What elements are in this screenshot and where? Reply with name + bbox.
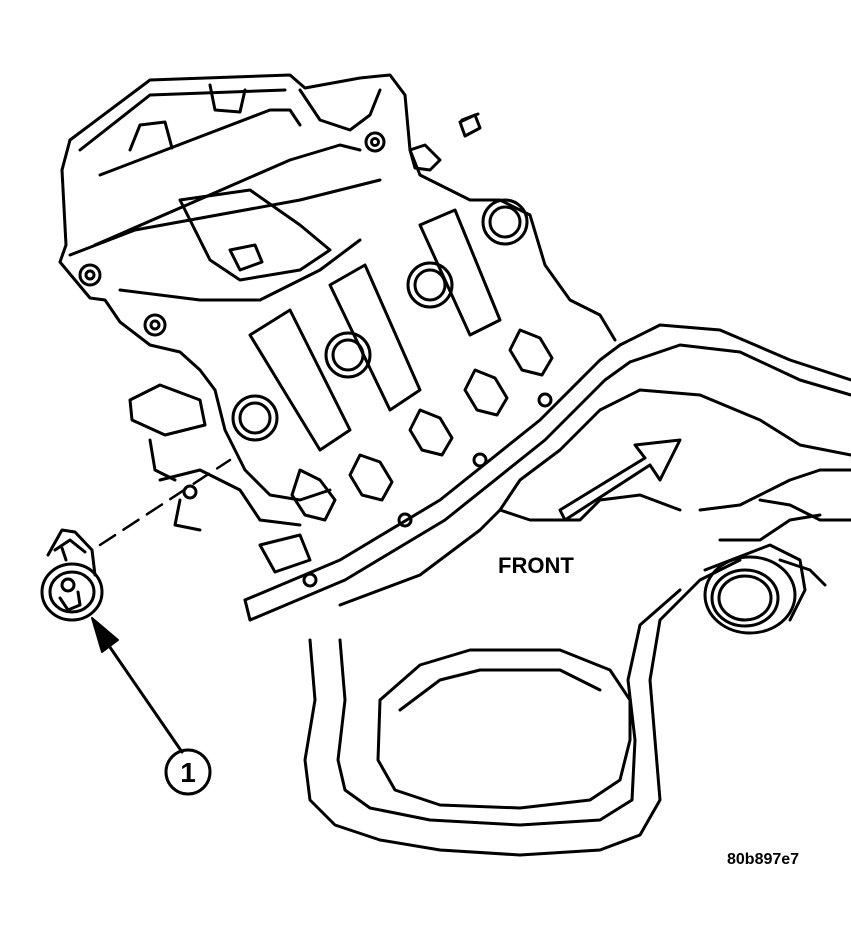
callout-number: 1 [180, 757, 196, 788]
front-direction-arrow [558, 438, 682, 522]
cylinder-head-assembly [58, 73, 617, 532]
oil-pan [303, 323, 851, 857]
figure-code: 80b897e7 [727, 851, 799, 868]
sensor-component [40, 458, 232, 622]
callout-leader-arrow [91, 617, 184, 754]
engine-block-rail [243, 343, 632, 622]
callout-circle [164, 748, 212, 796]
front-label: FRONT [498, 553, 574, 578]
